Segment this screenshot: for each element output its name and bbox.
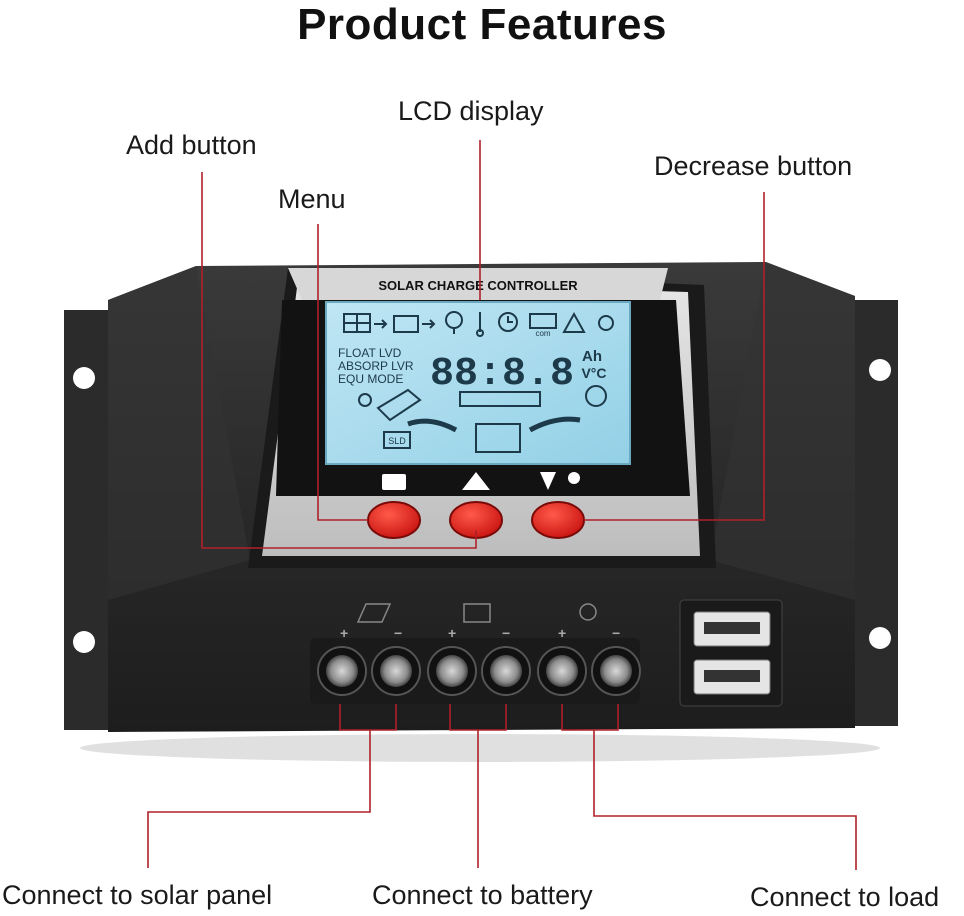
brand-label: SOLAR CHARGE CONTROLLER [378,278,578,293]
mode-line-3: EQU MODE [338,372,403,386]
lcd-icon-row [343,311,614,337]
polarity-plus: + [558,625,566,641]
flow-arrow-right [528,416,581,433]
page-title: Product Features [297,0,667,49]
com-icon [529,313,557,329]
right-mounting-ear [852,300,898,726]
callout-solar-panel: Connect to solar panel [2,880,273,910]
case-bevel-left [108,266,250,600]
leader-load [561,704,857,870]
mode-line-1: FLOAT LVD [338,346,402,360]
callout-menu: Menu [278,184,346,214]
polarity-minus: − [612,625,620,641]
callout-lcd-display: LCD display [398,96,544,126]
terminal-load-icon [579,603,597,621]
battery-icon [393,315,419,333]
panel-icon [376,388,422,422]
lcd-screen [325,301,631,465]
right-mount-hole-top [869,359,891,381]
battery-face-icon [475,423,521,453]
lcd-sun-panel [358,385,607,453]
battery-bar [459,391,541,407]
callout-load: Connect to load [750,882,940,912]
screw-load-minus [600,655,632,687]
com-label: com [535,329,550,338]
leader-decrease [584,192,765,521]
device-shadow [80,734,880,762]
callout-decrease-button: Decrease button [654,151,853,181]
polarity-minus: − [394,625,402,641]
lcd-mode-text: FLOAT LVD ABSORP LVR EQU MODE [338,346,414,386]
menu-glyph-icon [382,474,406,490]
screw-solar-minus [380,655,412,687]
sld-label: SLD [388,436,406,446]
left-mount-hole-bottom [73,631,95,653]
right-mount-hole-bottom [869,627,891,649]
unit-ah: Ah [582,348,602,365]
polarity-plus: + [340,625,348,641]
screw-load-plus [546,655,578,687]
gear-icon [598,315,614,331]
load-bulb-icon [585,385,607,407]
sld-box [383,431,411,449]
terminal-block: + − + − + − [310,625,641,704]
flow-arrow-left [407,418,458,433]
sun-icon [358,393,372,407]
down-triangle-icon [540,472,556,490]
left-mount-hole-top [73,367,95,389]
polarity-plus: + [448,625,456,641]
leader-add-button [201,172,477,549]
case-bevel-right [710,262,855,600]
unit-vc: V°C [581,365,606,381]
terminal-screws [317,646,641,696]
leader-battery [449,704,507,868]
decrease-button[interactable] [531,501,585,539]
callout-battery: Connect to battery [372,880,593,910]
screw-solar-plus [326,655,358,687]
menu-button[interactable] [367,501,421,539]
terminal-battery-icon [463,603,491,623]
warning-icon [562,311,586,333]
light-bulb-glyph-icon [568,472,580,484]
screw-battery-plus [436,655,468,687]
callout-add-button: Add button [126,130,257,160]
left-mounting-ear [64,310,110,730]
up-triangle-icon [462,472,490,490]
mode-line-2: ABSORP LVR [338,359,414,373]
usb-ports [679,599,783,707]
arrow-icon [422,319,436,329]
arrow-icon [374,319,388,329]
screw-battery-minus [490,655,522,687]
lcd-digits: 88:8.8 [430,352,574,397]
label-strip [288,268,668,300]
leader-menu [317,224,368,521]
leader-lines [147,140,857,870]
polarity-minus: − [502,625,510,641]
clock-icon [498,312,518,332]
terminal-solar-icon [356,603,392,623]
leader-solar [147,704,397,868]
